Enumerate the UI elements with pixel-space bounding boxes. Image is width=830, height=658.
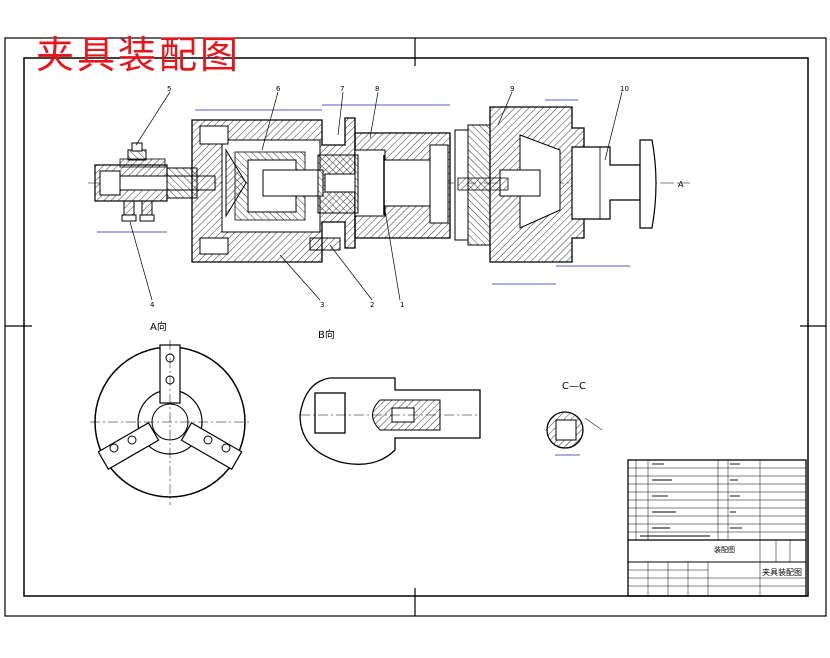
view-a-label: A向 bbox=[150, 322, 167, 333]
callout-3: 3 bbox=[320, 301, 324, 309]
callout-1: 1 bbox=[400, 301, 404, 309]
inner-border bbox=[23, 57, 809, 597]
callout-4: 4 bbox=[150, 301, 155, 309]
title-block-name: 夹具装配图 bbox=[762, 567, 802, 577]
svg-text:装配图: 装配图 bbox=[714, 545, 735, 554]
view-a bbox=[90, 340, 250, 505]
section-label: C—C bbox=[562, 381, 586, 392]
part-callouts: 5 6 7 8 9 10 4 3 2 1 bbox=[150, 85, 629, 309]
callout-9: 9 bbox=[510, 85, 514, 93]
callout-7: 7 bbox=[340, 85, 344, 93]
drawing-title: 夹具装配图 bbox=[36, 33, 242, 77]
callout-8: 8 bbox=[375, 85, 379, 93]
axis-label: A bbox=[678, 180, 684, 189]
view-b bbox=[299, 377, 481, 465]
callout-10: 10 bbox=[620, 85, 629, 93]
title-block: 装配图 夹具装配图 bbox=[627, 459, 807, 597]
callout-6: 6 bbox=[276, 85, 281, 93]
centering-marks bbox=[5, 38, 826, 616]
main-section-view: A bbox=[88, 91, 690, 301]
outer-border bbox=[4, 37, 827, 617]
section-c-c bbox=[546, 411, 603, 456]
callout-2: 2 bbox=[370, 301, 374, 309]
callout-5: 5 bbox=[167, 85, 171, 93]
view-b-label: B向 bbox=[318, 330, 335, 341]
